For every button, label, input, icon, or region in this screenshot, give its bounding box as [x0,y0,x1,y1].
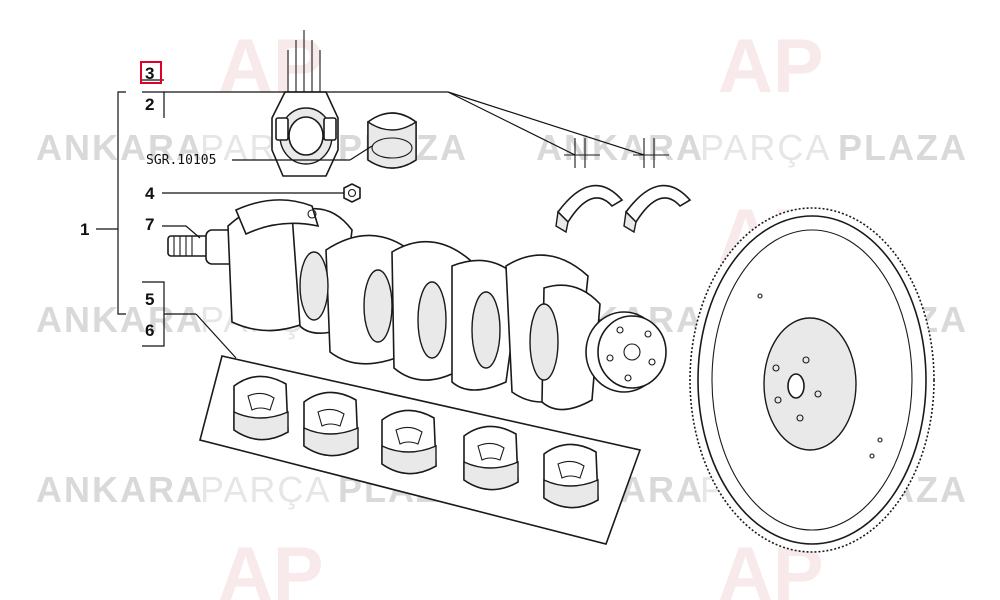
thrust-washer [555,184,624,234]
connecting-rod [271,30,339,177]
watermark-text: ANKARA [36,127,204,168]
callout-4[interactable]: 4 [145,184,155,203]
callout-5[interactable]: 5 [145,290,154,309]
main-bearing-shell [543,443,599,509]
svg-text:AP: AP [218,532,324,600]
callout-1[interactable]: 1 [80,220,89,239]
callouts: 3 2 1 4 7 5 6 SGR.10105 [80,61,216,340]
callout-highlight-box [140,61,162,84]
part-reference-label: SGR.10105 [146,153,216,168]
watermark-text: PLAZA [838,127,968,168]
main-bearing-shell [381,409,437,475]
crankshaft [167,199,667,411]
rod-bearing-shell [367,112,417,169]
callout-2[interactable]: 2 [145,95,154,114]
callout-7[interactable]: 7 [145,215,154,234]
flywheel [689,207,935,553]
nut [343,183,361,203]
watermark-text: ANKARA [36,299,204,340]
washer-dimension-marks [564,138,669,168]
thrust-washer [623,184,692,234]
svg-text:AP: AP [718,24,824,109]
watermark-text: PARÇA [200,469,331,510]
watermark-text: PARÇA [700,127,831,168]
callout-3[interactable]: 3 [145,64,154,83]
main-bearing-set [199,355,642,545]
callout-6[interactable]: 6 [145,321,154,340]
main-bearing-shell [463,425,519,491]
watermark-text: ANKARA [36,469,204,510]
main-bearing-shell [303,391,359,457]
leader-lines [96,79,645,359]
main-bearing-shell [233,375,289,441]
